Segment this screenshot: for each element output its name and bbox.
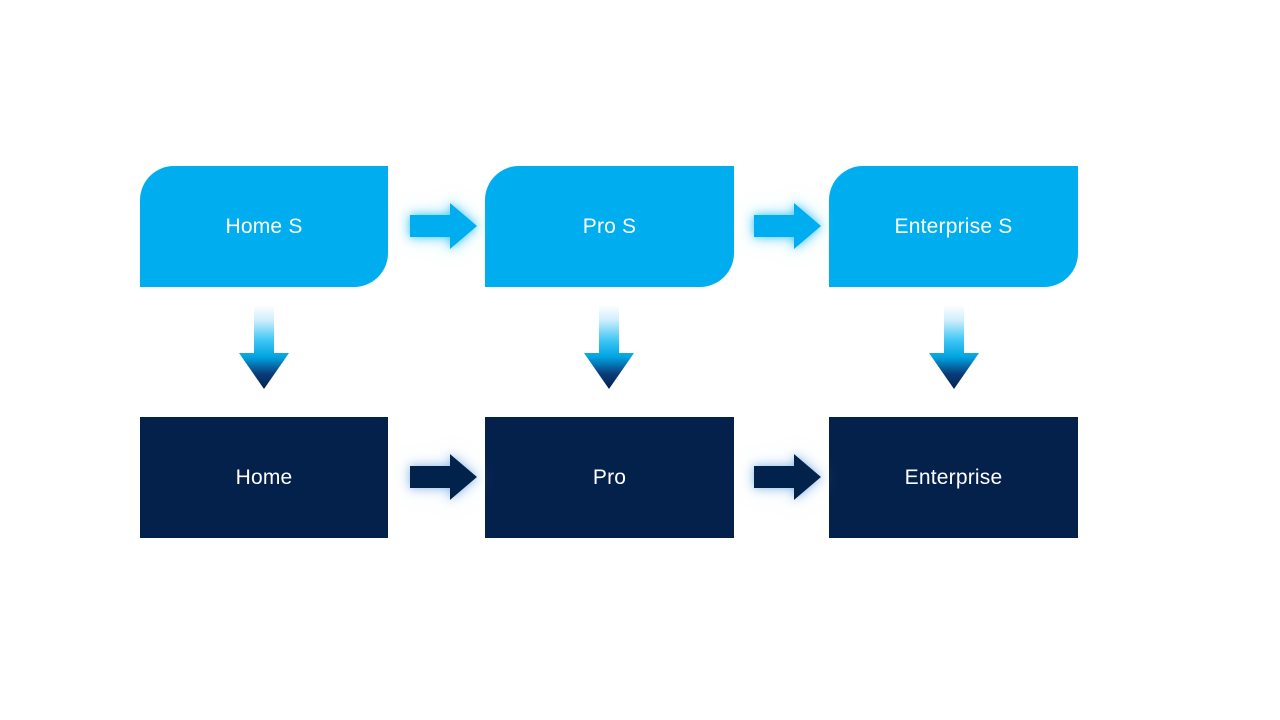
node-pro-s-label: Pro S <box>582 215 637 238</box>
node-enterprise-label: Enterprise <box>904 466 1003 489</box>
node-enterprise-s[interactable]: Enterprise S <box>829 166 1078 287</box>
connector-home-s-to-pro-s <box>404 198 482 254</box>
node-pro-s[interactable]: Pro S <box>485 166 734 287</box>
node-pro-label: Pro <box>592 466 627 489</box>
node-home-s-label: Home S <box>225 215 303 238</box>
arrow-right-icon <box>754 203 821 249</box>
connector-pro-s-to-enterprise-s <box>748 198 826 254</box>
arrow-right-icon <box>410 203 477 249</box>
connector-pro-s-to-pro <box>581 305 637 391</box>
connector-pro-to-enterprise <box>748 449 826 505</box>
node-enterprise-s-label: Enterprise S <box>894 215 1013 238</box>
connector-enterprise-s-to-enterprise <box>926 305 982 391</box>
arrow-right-icon <box>410 454 477 500</box>
arrow-down-icon <box>584 305 634 389</box>
arrow-right-icon <box>754 454 821 500</box>
node-home-label: Home <box>235 466 293 489</box>
arrow-down-icon <box>929 305 979 389</box>
node-home[interactable]: Home <box>140 417 388 538</box>
arrow-down-icon <box>239 305 289 389</box>
connector-home-to-pro <box>404 449 482 505</box>
node-pro[interactable]: Pro <box>485 417 734 538</box>
connector-home-s-to-home <box>236 305 292 391</box>
node-home-s[interactable]: Home S <box>140 166 388 287</box>
node-enterprise[interactable]: Enterprise <box>829 417 1078 538</box>
